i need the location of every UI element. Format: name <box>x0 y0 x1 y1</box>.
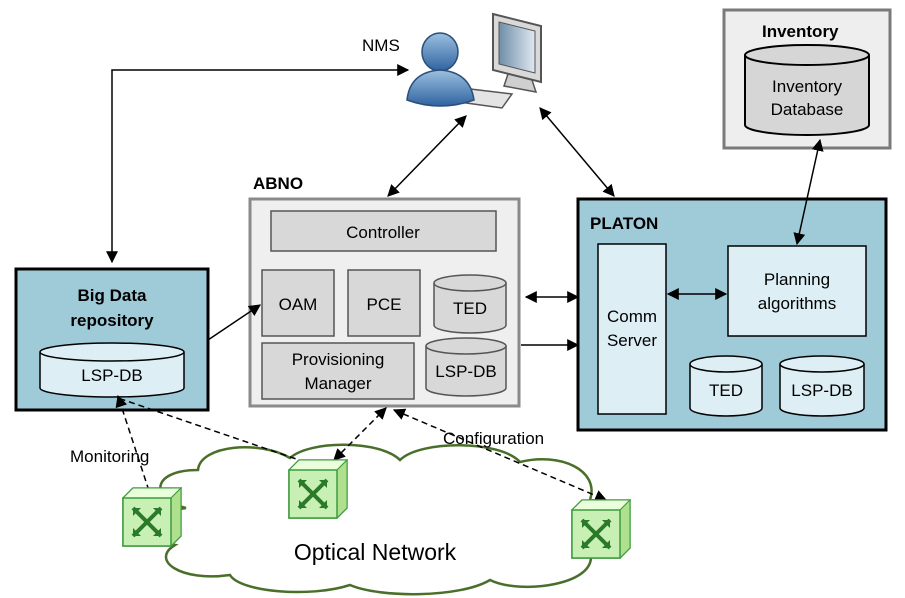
optical-network-label: Optical Network <box>294 539 457 565</box>
optical-switch-icon <box>121 486 183 548</box>
monitoring-label: Monitoring <box>70 447 149 466</box>
oam-module: OAM <box>261 269 335 337</box>
inventory-db-label-1: Inventory <box>772 77 842 96</box>
monitoring-link-1 <box>115 394 153 501</box>
comm-server-module: Comm Server <box>597 243 667 415</box>
controller-module: Controller <box>270 210 497 252</box>
nms-bigdata-link <box>106 64 410 264</box>
configuration-label: Configuration <box>443 429 544 448</box>
inventory-db-label-2: Database <box>771 100 844 119</box>
bigdata-title-2: repository <box>70 311 154 330</box>
monitoring-link-2 <box>117 397 306 463</box>
inventory-box: Inventory Inventory Database <box>722 8 892 150</box>
provisioning-label-2: Manager <box>304 374 371 393</box>
pce-label: PCE <box>367 295 402 314</box>
abno-lspdb-label: LSP-DB <box>435 362 496 381</box>
inventory-title: Inventory <box>762 22 839 41</box>
bigdata-abno-link <box>207 304 261 341</box>
configuration-link-1 <box>333 407 387 461</box>
comm-server-label-2: Server <box>607 331 657 350</box>
inventory-database: Inventory Database <box>744 44 870 136</box>
nms-workstation-icon <box>406 12 542 109</box>
abno-title: ABNO <box>253 174 303 193</box>
planning-label-2: algorithms <box>758 294 836 313</box>
optical-switch-icon <box>287 458 349 520</box>
planning-label-1: Planning <box>764 270 830 289</box>
bigdata-lspdb-database: LSP-DB <box>39 342 185 398</box>
platon-ted-database: TED <box>689 355 763 417</box>
controller-label: Controller <box>346 223 420 242</box>
platon-lspdb-database: LSP-DB <box>779 355 865 417</box>
platon-lspdb-label: LSP-DB <box>791 381 852 400</box>
platon-box: PLATON Comm Server Planning algorithms T… <box>576 197 888 432</box>
abno-box: Controller OAM PCE TED Provisioning Mana… <box>248 197 521 408</box>
bigdata-lspdb-label: LSP-DB <box>81 366 142 385</box>
platon-ted-label: TED <box>709 381 743 400</box>
optical-network-cloud: Optical Network <box>152 443 629 596</box>
nms-label: NMS <box>362 36 400 55</box>
abno-ted-label: TED <box>453 299 487 318</box>
inventory-planning-link <box>793 138 824 246</box>
configuration-link-2 <box>392 408 608 502</box>
bigdata-box: Big Data repository LSP-DB <box>14 267 210 412</box>
optical-switch-icon <box>570 498 632 560</box>
platon-title: PLATON <box>590 214 658 233</box>
oam-label: OAM <box>279 295 318 314</box>
provisioning-manager-module: Provisioning Manager <box>261 342 415 400</box>
provisioning-label-1: Provisioning <box>292 350 385 369</box>
abno-ted-database: TED <box>433 274 507 334</box>
bigdata-title-1: Big Data <box>78 286 148 305</box>
nms-abno-link <box>387 115 467 197</box>
abno-lspdb-database: LSP-DB <box>425 337 507 397</box>
comm-server-label-1: Comm <box>607 307 657 326</box>
planning-algorithms-module: Planning algorithms <box>727 245 867 337</box>
nms-platon-link <box>539 107 615 197</box>
pce-module: PCE <box>347 269 421 337</box>
